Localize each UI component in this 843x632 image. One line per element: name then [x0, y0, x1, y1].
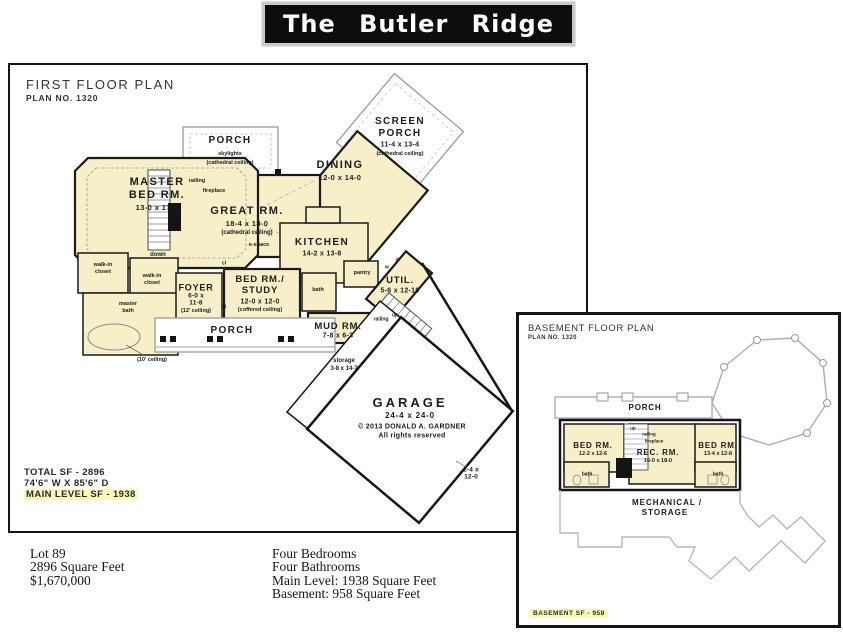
overall-dims: 74'6" W X 85'6" D	[24, 478, 109, 489]
label-bs-bed-left-dims: 12-2 x 12-6	[578, 451, 608, 458]
label-bs-bed-left: BED RM.	[573, 440, 613, 450]
total-sf: TOTAL SF - 2896	[24, 467, 105, 478]
first-floor-plan-number: PLAN NO. 1320	[26, 93, 99, 103]
label-master-dims: 13-0 x 17-8	[135, 203, 179, 213]
label-bs-bath-right: bath	[712, 471, 724, 478]
basement-plan-number: PLAN NO. 1320	[528, 335, 577, 341]
label-util: UTIL.	[386, 275, 414, 287]
main-level-sqft: Main Level: 1938 Square Feet	[272, 572, 437, 588]
label-side-dims-2: 12-0	[464, 473, 478, 481]
label-bs-bed-right-dims: 13-4 x 12-8	[703, 451, 733, 458]
label-dryer: d	[395, 257, 399, 264]
basement-sqft: Basement: 958 Square Feet	[272, 586, 421, 602]
label-dining-dims: 12-0 x 14-0	[318, 173, 362, 183]
label-bed-study-1: BED RM./	[235, 274, 285, 286]
basement-header: BASEMENT FLOOR PLAN PLAN NO. 1320	[528, 323, 654, 341]
label-bs-railing: railing	[642, 431, 656, 437]
label-cl-1: cl	[221, 260, 227, 267]
basement-sf: BASEMENT SF - 958	[530, 609, 608, 618]
label-side-dims-1: 2-4 x	[463, 466, 479, 474]
label-great-room-dims: 18-4 x 18-0	[225, 219, 269, 229]
label-bed-study-dims: 12-0 x 12-0	[240, 298, 280, 306]
main-level-sf: MAIN LEVEL SF - 1938	[24, 489, 138, 500]
total-square-feet: 2896 Square Feet	[30, 559, 125, 575]
label-great-room: GREAT RM.	[210, 205, 284, 218]
label-screen-porch-2: PORCH	[378, 127, 422, 139]
label-great-room-ceiling: (cathedral ceiling)	[221, 229, 273, 236]
label-bs-bed-right: BED RM.	[698, 440, 738, 450]
label-kitchen-dims: 14-2 x 13-8	[302, 250, 342, 258]
label-walkin1-2: closet	[95, 269, 111, 276]
label-storage-dims: 3-8 x 14-7	[330, 365, 358, 372]
label-porch-top: PORCH	[208, 134, 252, 146]
label-pantry: pantry	[353, 270, 371, 277]
first-floor-plan-box: FIRST FLOOR PLAN PLAN NO. 1320	[8, 63, 588, 533]
basement-plan-box: BASEMENT FLOOR PLAN PLAN NO. 1320	[516, 312, 841, 628]
basement-drawing	[554, 334, 831, 580]
label-walkin1-1: walk-in	[93, 262, 113, 269]
label-master-bath-1: master	[118, 301, 138, 308]
first-floor-header: FIRST FLOOR PLAN PLAN NO. 1320	[26, 77, 175, 103]
label-util-dims: 5-6 x 12-10	[380, 287, 420, 295]
basement-title: BASEMENT FLOOR PLAN	[528, 323, 655, 334]
label-up: up	[391, 312, 399, 319]
label-walkin2-1: walk-in	[142, 273, 162, 280]
label-bs-rec-room: REC. RM.	[636, 447, 680, 457]
label-mud-room-dims: 7-8 x 6-3	[322, 332, 354, 340]
label-master-2: BED RM.	[128, 189, 186, 202]
label-coffered-ceiling: (coffered ceiling)	[237, 307, 283, 314]
label-bs-storage: STORAGE	[641, 507, 689, 517]
first-floor-summary: TOTAL SF - 2896 74'6" W X 85'6" D MAIN L…	[24, 467, 138, 500]
label-dining: DINING	[316, 159, 364, 172]
plan-title: The Butler Ridge	[283, 10, 554, 38]
label-screen-porch-ceiling: (cathedral ceiling)	[376, 151, 424, 158]
first-floor-title: FIRST FLOOR PLAN	[26, 77, 175, 92]
label-screen-porch-dims: 11-4 x 13-4	[380, 141, 420, 149]
label-bs-rec-room-dims: 16-0 x 18-0	[643, 458, 673, 465]
bedrooms: Four Bedrooms	[272, 546, 357, 561]
label-foyer: FOYER	[178, 282, 214, 293]
label-e-space: e-space	[248, 242, 270, 249]
label-bs-up: up	[630, 425, 636, 431]
label-bs-porch: PORCH	[628, 402, 662, 412]
label-foyer-dims-1: 6-0 x	[188, 292, 204, 300]
label-cl-2: cl	[221, 304, 227, 311]
label-bs-bath-left: bath	[581, 471, 593, 478]
label-bs-fireplace: fireplace	[644, 438, 664, 444]
label-railing: railing	[188, 178, 206, 185]
label-bed-study-2: STUDY	[241, 285, 279, 297]
label-railing-stairs: railing	[373, 316, 389, 323]
title-banner: The Butler Ridge	[262, 2, 575, 46]
label-bs-mechanical: MECHANICAL /	[631, 497, 703, 507]
price: $1,670,000	[30, 572, 91, 588]
label-10-ceiling: (10' ceiling)	[136, 357, 168, 364]
label-fireplace: fireplace	[202, 188, 226, 195]
listing-right-column: Four Bedrooms Four Bathrooms Main Level:…	[272, 547, 436, 601]
label-kitchen: KITCHEN	[294, 236, 350, 248]
label-foyer-dims-2: 11-8	[189, 299, 203, 307]
label-washer: w	[385, 264, 389, 271]
bathrooms: Four Bathrooms	[272, 559, 361, 575]
label-walkin2-2: closet	[144, 280, 160, 287]
label-copyright-1: © 2013 DONALD A. GARDNER	[358, 423, 466, 431]
label-down: down	[150, 251, 166, 258]
first-floor-drawing	[73, 72, 515, 525]
listing-left-column: Lot 89 2896 Square Feet $1,670,000	[30, 546, 125, 588]
label-storage: storage	[333, 357, 355, 364]
label-porch-ceiling: (cathedral ceiling)	[206, 160, 254, 167]
label-garage: GARAGE	[372, 395, 448, 411]
label-master-1: MASTER	[129, 176, 185, 189]
label-copyright-2: All rights reserved	[378, 432, 446, 440]
label-master-bath-2: bath	[122, 308, 134, 315]
label-garage-dims: 24-4 x 24-0	[385, 410, 435, 420]
label-porch-bottom: PORCH	[210, 324, 254, 336]
label-bath: bath	[312, 287, 324, 294]
label-skylights: skylights	[218, 151, 242, 158]
label-12-ceiling: (12' ceiling)	[180, 308, 212, 315]
label-mud-room: MUD RM.	[314, 321, 362, 333]
label-screen-porch-1: SCREEN	[374, 115, 426, 127]
lot-number: Lot 89	[30, 546, 66, 561]
